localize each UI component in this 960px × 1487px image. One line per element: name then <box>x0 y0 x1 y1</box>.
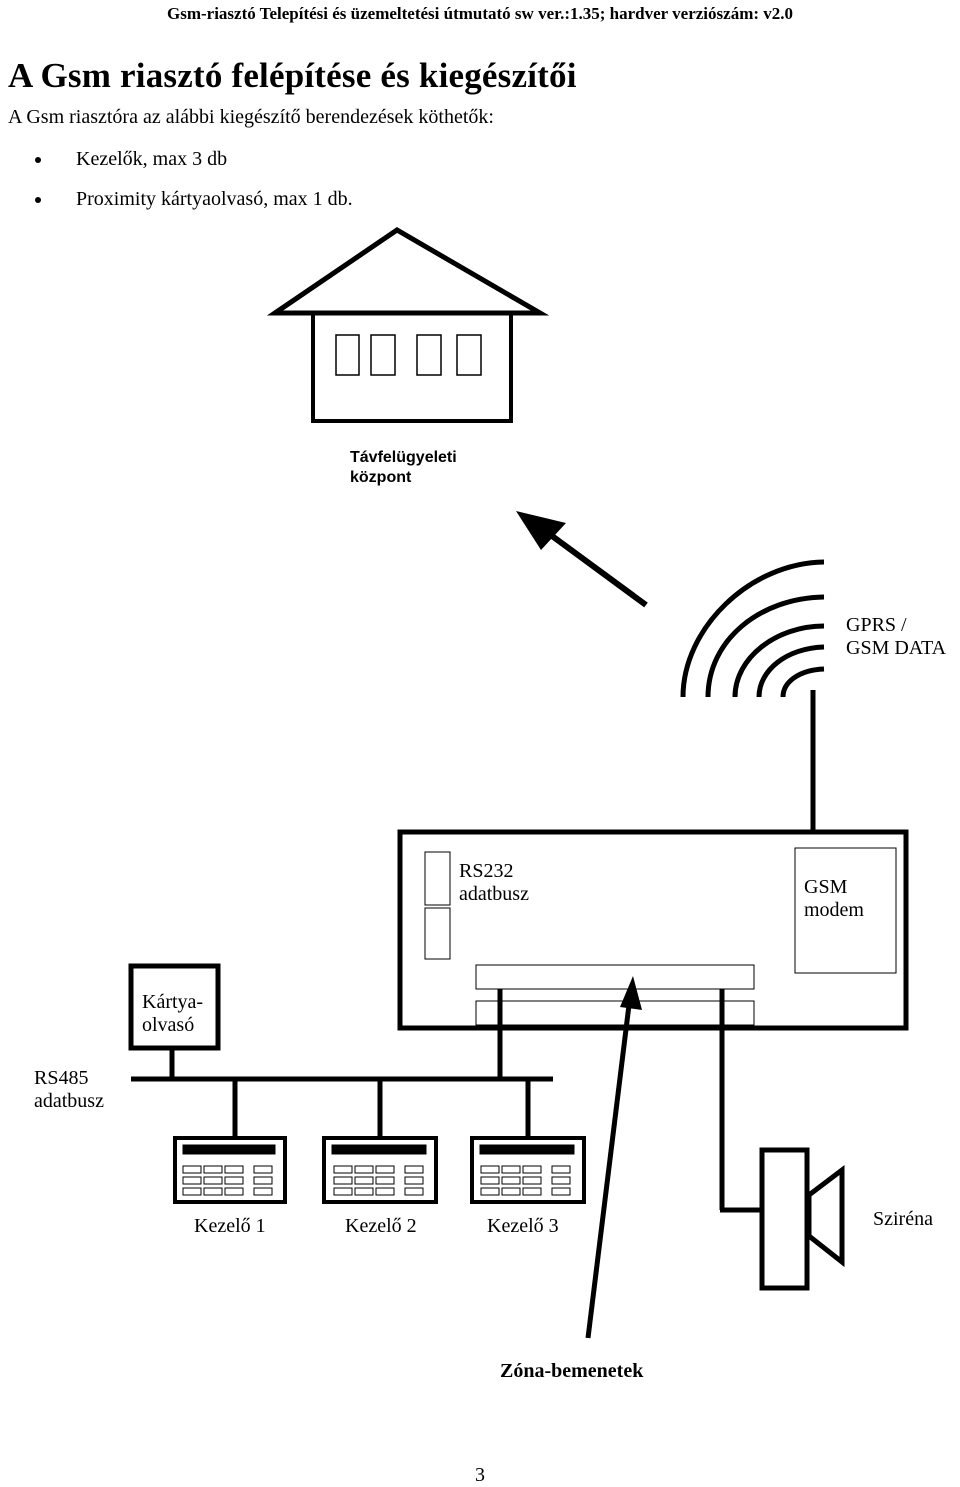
rs232-line-2: adatbusz <box>459 883 529 905</box>
list-item-text: Proximity kártyaolvasó, max 1 db. <box>76 188 353 210</box>
card-reader-label: Kártya- olvasó <box>142 991 203 1037</box>
list-item: Proximity kártyaolvasó, max 1 db. <box>30 188 353 228</box>
keypad-3-icon <box>470 1136 586 1204</box>
gprs-line-2: GSM DATA <box>846 637 947 659</box>
accessory-list: Kezelők, max 3 db Proximity kártyaolvasó… <box>30 148 353 228</box>
siren-wire <box>719 989 762 1213</box>
remote-center-line-1: Távfelügyeleti <box>350 449 457 466</box>
uplink-arrow-icon <box>516 511 648 608</box>
rs485-bus <box>131 989 553 1138</box>
remote-center-line-2: központ <box>350 469 412 486</box>
siren-icon <box>759 1147 845 1291</box>
keypad-3-label: Kezelő 3 <box>487 1215 559 1237</box>
gsm-modem-line-1: GSM <box>804 876 848 898</box>
zone-inputs-label: Zóna-bemenetek <box>500 1360 644 1382</box>
remote-center-label: Távfelügyeleti központ <box>350 448 457 488</box>
rs485-label: RS485 adatbusz <box>34 1067 104 1113</box>
list-item-text: Kezelők, max 3 db <box>76 148 228 170</box>
keypad-1-icon <box>173 1136 287 1204</box>
keypad-2-icon <box>322 1136 438 1204</box>
rs232-line-1: RS232 <box>459 860 514 882</box>
zone-input-arrow-icon <box>585 976 642 1339</box>
rs485-line-2: adatbusz <box>34 1090 104 1112</box>
bullet-icon <box>35 197 41 203</box>
keypad-1-label: Kezelő 1 <box>194 1215 266 1237</box>
gsm-modem-label: GSM modem <box>804 876 864 922</box>
intro-text: A Gsm riasztóra az alábbi kiegészítő ber… <box>8 106 494 128</box>
gprs-label: GPRS / GSM DATA <box>846 614 946 660</box>
bullet-icon <box>35 157 41 163</box>
antenna-icon <box>680 559 825 832</box>
section-title: A Gsm riasztó felépítése és kiegészítői <box>8 56 577 95</box>
rs485-line-1: RS485 <box>34 1067 89 1089</box>
house-icon <box>266 227 550 423</box>
card-reader-line-1: Kártya- <box>142 991 204 1013</box>
gsm-modem-line-2: modem <box>804 899 864 921</box>
list-item: Kezelők, max 3 db <box>30 148 353 188</box>
siren-label: Sziréna <box>873 1208 933 1230</box>
card-reader-line-2: olvasó <box>142 1014 195 1036</box>
controller-unit <box>397 829 909 1031</box>
keypad-2-label: Kezelő 2 <box>345 1215 417 1237</box>
gprs-line-1: GPRS / <box>846 614 907 636</box>
rs232-label: RS232 adatbusz <box>459 860 529 906</box>
page-header: Gsm-riasztó Telepítési és üzemeltetési ú… <box>166 4 794 23</box>
page-number: 3 <box>475 1464 485 1486</box>
